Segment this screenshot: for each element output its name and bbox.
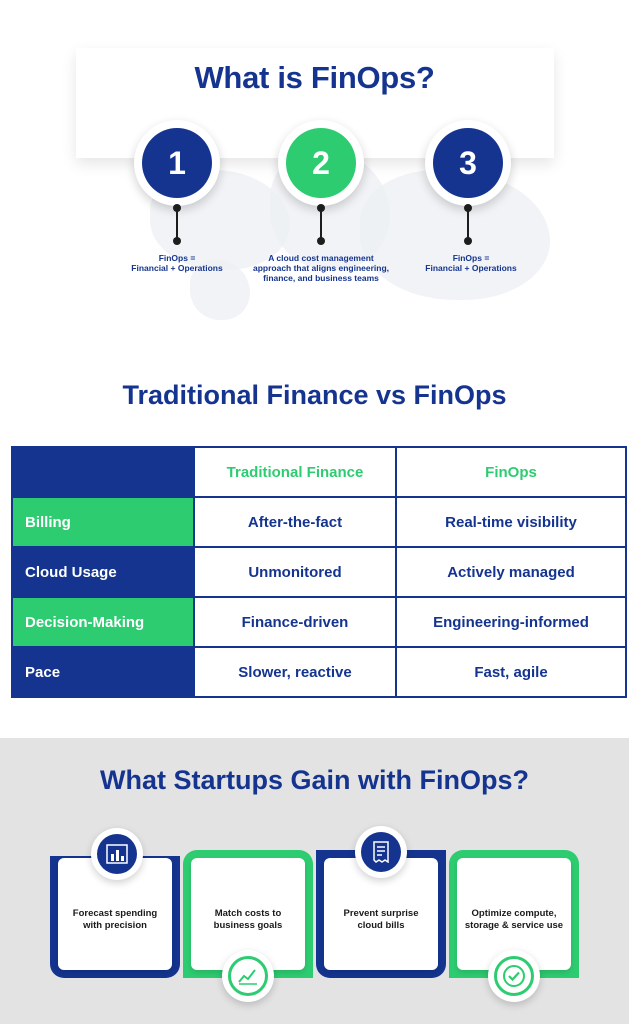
table-row: Cloud Usage Unmonitored Actively managed xyxy=(11,546,627,598)
step-text-line: approach that aligns engineering, xyxy=(252,263,390,273)
table-cell: Slower, reactive xyxy=(193,646,397,698)
step-text-line: FinOps = xyxy=(452,253,490,263)
step-text-line: finance, and business teams xyxy=(263,273,379,283)
gain-card-line: cloud bills xyxy=(357,920,405,931)
comparison-title: Traditional Finance vs FinOps xyxy=(122,380,507,410)
comparison-table: Traditional Finance FinOps Billing After… xyxy=(11,446,627,698)
step-1-text: FinOps = Financial + Operations xyxy=(92,253,262,273)
gain-card-line: Match costs to xyxy=(214,908,282,919)
column-header: FinOps xyxy=(395,446,627,498)
table-corner-cell xyxy=(11,446,195,498)
row-header: Decision-Making xyxy=(11,596,195,648)
step-3-text: FinOps = Financial + Operations xyxy=(386,253,556,273)
row-header: Cloud Usage xyxy=(11,546,195,598)
gain-card-line: storage & service use xyxy=(464,920,564,931)
table-cell: Fast, agile xyxy=(395,646,627,698)
step-number: 1 xyxy=(142,128,212,198)
table-row: Decision-Making Finance-driven Engineeri… xyxy=(11,596,627,648)
checkmark-icon xyxy=(488,950,540,1002)
gain-card-line: business goals xyxy=(213,920,283,931)
step-number: 2 xyxy=(286,128,356,198)
table-header-row: Traditional Finance FinOps xyxy=(11,446,627,498)
step-1-marker: 1 xyxy=(134,120,220,245)
world-map-graphic xyxy=(190,260,250,320)
gain-card-line: Optimize compute, xyxy=(471,908,557,919)
step-text-line: FinOps = xyxy=(158,253,196,263)
gain-card-label: Prevent surprise cloud bills xyxy=(324,908,438,932)
growth-chart-icon xyxy=(222,950,274,1002)
gain-card-line: Prevent surprise xyxy=(343,908,419,919)
gain-card-label: Match costs to business goals xyxy=(191,908,305,932)
row-header: Billing xyxy=(11,496,195,548)
bar-chart-icon xyxy=(91,828,143,880)
gain-card-line: with precision xyxy=(83,920,147,931)
receipt-icon xyxy=(355,826,407,878)
column-header: Traditional Finance xyxy=(193,446,397,498)
gain-card-prevent-bills: Prevent surprise cloud bills xyxy=(316,850,446,978)
what-is-finops-section: What is FinOps? 1 FinOps = Financial + O… xyxy=(0,0,629,335)
section-title: What is FinOps? xyxy=(194,60,435,95)
gain-card-label: Optimize compute, storage & service use xyxy=(457,908,571,932)
table-cell: After-the-fact xyxy=(193,496,397,548)
table-cell: Real-time visibility xyxy=(395,496,627,548)
table-row: Billing After-the-fact Real-time visibil… xyxy=(11,496,627,548)
step-2-marker: 2 xyxy=(278,120,364,245)
gain-card-line: Forecast spending xyxy=(72,908,158,919)
table-cell: Engineering-informed xyxy=(395,596,627,648)
step-number: 3 xyxy=(433,128,503,198)
table-cell: Unmonitored xyxy=(193,546,397,598)
step-2-text: A cloud cost management approach that al… xyxy=(236,253,406,283)
gain-card-label: Forecast spending with precision xyxy=(58,908,172,932)
gains-title: What Startups Gain with FinOps? xyxy=(100,765,529,795)
step-text-line: A cloud cost management xyxy=(268,253,374,263)
table-row: Pace Slower, reactive Fast, agile xyxy=(11,646,627,698)
step-text-line: Financial + Operations xyxy=(131,263,223,273)
row-header: Pace xyxy=(11,646,195,698)
table-cell: Finance-driven xyxy=(193,596,397,648)
table-cell: Actively managed xyxy=(395,546,627,598)
step-3-marker: 3 xyxy=(425,120,511,245)
step-text-line: Financial + Operations xyxy=(425,263,517,273)
